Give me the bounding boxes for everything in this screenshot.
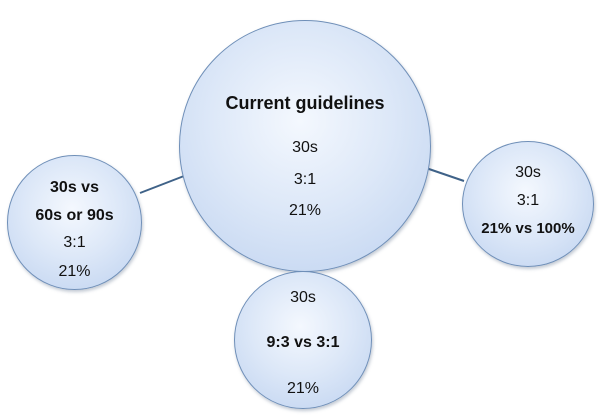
center-duration: 30s (292, 139, 318, 156)
bottom-bubble: 30s 9:3 vs 3:1 21% (234, 271, 372, 409)
center-oxygen: 21% (288, 202, 322, 219)
center-ratio: 3:1 (293, 171, 317, 188)
connector-right (425, 167, 465, 182)
left-duration-compare: 30s vs (50, 179, 99, 196)
bottom-duration: 30s (290, 289, 316, 306)
left-bubble: 30s vs 60s or 90s 3:1 21% (7, 155, 142, 290)
left-oxygen: 21% (58, 263, 91, 280)
left-duration-compare-2: 60s or 90s (35, 207, 114, 224)
right-duration: 30s (515, 164, 541, 181)
left-ratio: 3:1 (63, 234, 86, 251)
bottom-oxygen: 21% (286, 380, 320, 397)
right-oxygen-compare: 21% vs 100% (481, 220, 575, 237)
bottom-ratio-compare: 9:3 vs 3:1 (266, 334, 340, 351)
center-title: Current guidelines (225, 93, 385, 113)
connector-left (139, 175, 185, 194)
center-bubble: Current guidelines 30s 3:1 21% (179, 20, 431, 272)
right-ratio: 3:1 (516, 192, 540, 209)
right-bubble: 30s 3:1 21% vs 100% (462, 141, 594, 267)
